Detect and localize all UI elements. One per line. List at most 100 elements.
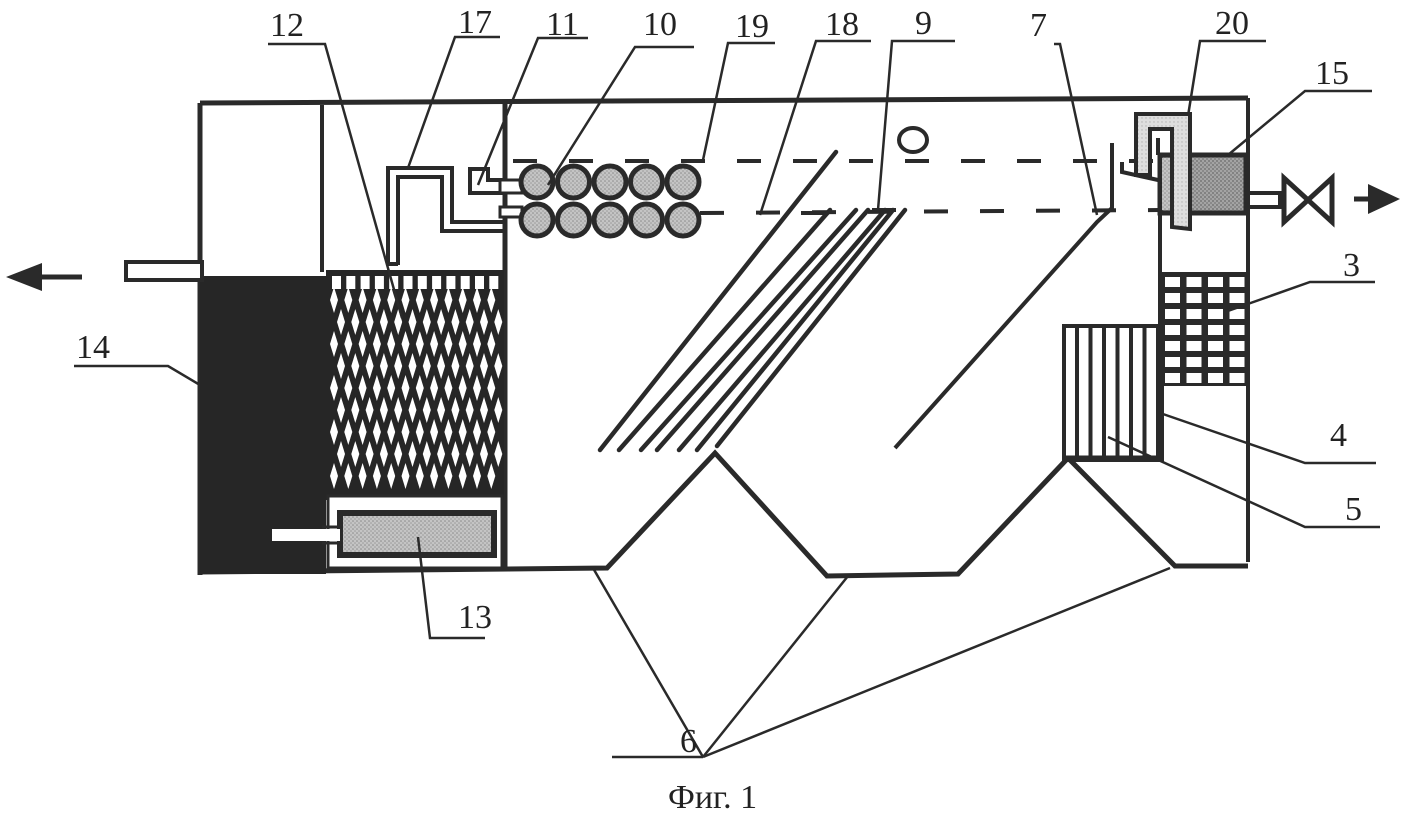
grid-cell [1186,277,1202,287]
mesh-diamond [372,463,381,489]
mesh-diamond [415,419,424,445]
mesh-diamond [430,331,439,357]
mesh-diamond [401,331,410,357]
mesh-diamond [387,287,396,313]
grid-cell [1165,293,1180,303]
mesh-diamond [365,441,374,467]
mesh-diamond [487,375,496,401]
mesh-diamond [437,309,446,335]
mesh-cell [460,276,470,289]
mesh-diamond [458,375,467,401]
lamella-plate [638,207,859,453]
grid-cell [1229,277,1245,287]
mesh-diamond [408,397,417,423]
mesh-diamond [415,375,424,401]
mesh-diamond [422,353,431,379]
mesh-diamond [458,287,467,313]
mesh-diamond [358,287,367,313]
mesh-diamond [494,397,503,423]
mesh-diamond [451,397,460,423]
mesh-diamond [351,309,360,335]
mesh-diamond [387,375,396,401]
mesh-diamond [379,309,388,335]
mesh-diamond [358,463,367,489]
mesh-diamond [437,397,446,423]
mesh-diamond [430,375,439,401]
siphon-20 [1120,112,1192,232]
mesh-diamond [351,397,360,423]
mesh-cell [360,276,370,289]
mesh-diamond [365,397,374,423]
mesh-diamond [344,331,353,357]
mesh-diamond [337,397,345,423]
mesh-diamond [358,375,367,401]
mesh-diamond [494,353,503,379]
mesh-cell [332,276,341,289]
mesh-diamond [473,419,481,445]
label-20: 20 [1215,5,1249,42]
outlet-pipe-right [1246,191,1282,209]
mesh-diamond [494,309,503,335]
mesh-diamond [480,353,488,379]
valve-icon [1281,172,1335,228]
mesh-diamond [487,463,496,489]
filter-12-mesh [326,270,504,500]
aerator-tube [555,163,592,201]
mesh-diamond [379,353,388,379]
mesh-cell [346,276,356,289]
water-level-18 [699,208,1161,215]
grid-cell [1165,325,1180,335]
mesh-diamond [473,331,481,357]
mesh-diamond [473,287,481,313]
label-13: 13 [458,599,492,636]
mesh-diamond [372,419,381,445]
mesh-diamond [487,419,496,445]
mesh-diamond [379,441,388,467]
mesh-cell [475,276,484,289]
mesh-diamond [330,419,338,445]
mesh-diamond [465,353,474,379]
mesh-diamond [408,353,417,379]
mesh-cell [417,276,427,289]
mesh-diamond [415,331,424,357]
mesh-diamond [344,375,353,401]
mesh-diamond [430,287,439,313]
grid-cell [1208,277,1223,287]
grid-cell [1186,325,1202,335]
grid-cell [1229,309,1245,319]
mesh-diamond [451,353,460,379]
mesh-diamond [337,309,345,335]
mesh-diamond [330,331,338,357]
outlet-pipe-left [124,260,204,282]
label-3: 3 [1343,247,1360,284]
mesh-diamond [437,441,446,467]
mesh-diamond [401,287,410,313]
mesh-diamond [444,287,453,313]
lamella-plate [597,149,839,453]
mesh-diamond [394,397,403,423]
grid-cell [1165,357,1180,367]
label-5: 5 [1345,491,1362,528]
mesh-diamond [365,309,374,335]
mesh-diamond [337,353,345,379]
lamella-plate [694,207,896,453]
label-4: 4 [1330,417,1347,454]
lamella-plate [714,207,908,449]
mesh-cell [489,276,499,289]
label-11: 11 [546,6,579,43]
mesh-diamond [430,419,439,445]
mesh-diamond [401,419,410,445]
mesh-diamond [415,287,424,313]
mesh-diamond [401,375,410,401]
aerator-tubes-10 [518,163,702,239]
grid-cell [1208,341,1223,351]
grid-cell [1208,293,1223,303]
mesh-diamond [379,397,388,423]
grid-cell [1186,293,1202,303]
mesh-diamond [480,441,488,467]
mesh-diamond [394,353,403,379]
grid-cell [1229,357,1245,367]
mesh-diamond [465,309,474,335]
figure-caption: Фиг. 1 [668,779,757,816]
baffle-7 [893,143,1114,450]
